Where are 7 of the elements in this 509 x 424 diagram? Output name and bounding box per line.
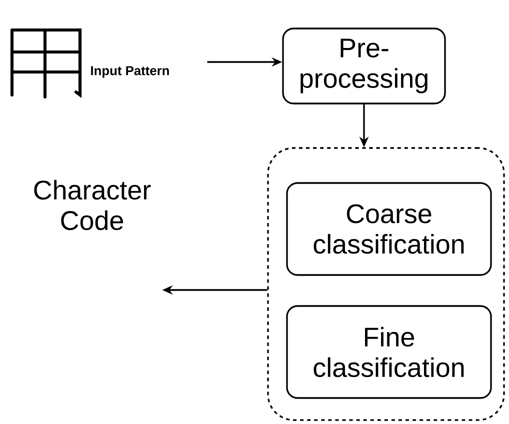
input-label: Input Pattern (91, 66, 169, 78)
group-box (267, 147, 505, 421)
process-box: Pre-processing (282, 28, 446, 104)
process-box: Fine classification (286, 305, 492, 399)
character-drawing (10, 28, 82, 99)
output-label: Character Code (34, 180, 151, 230)
process-box: Coarse classification (286, 182, 492, 276)
